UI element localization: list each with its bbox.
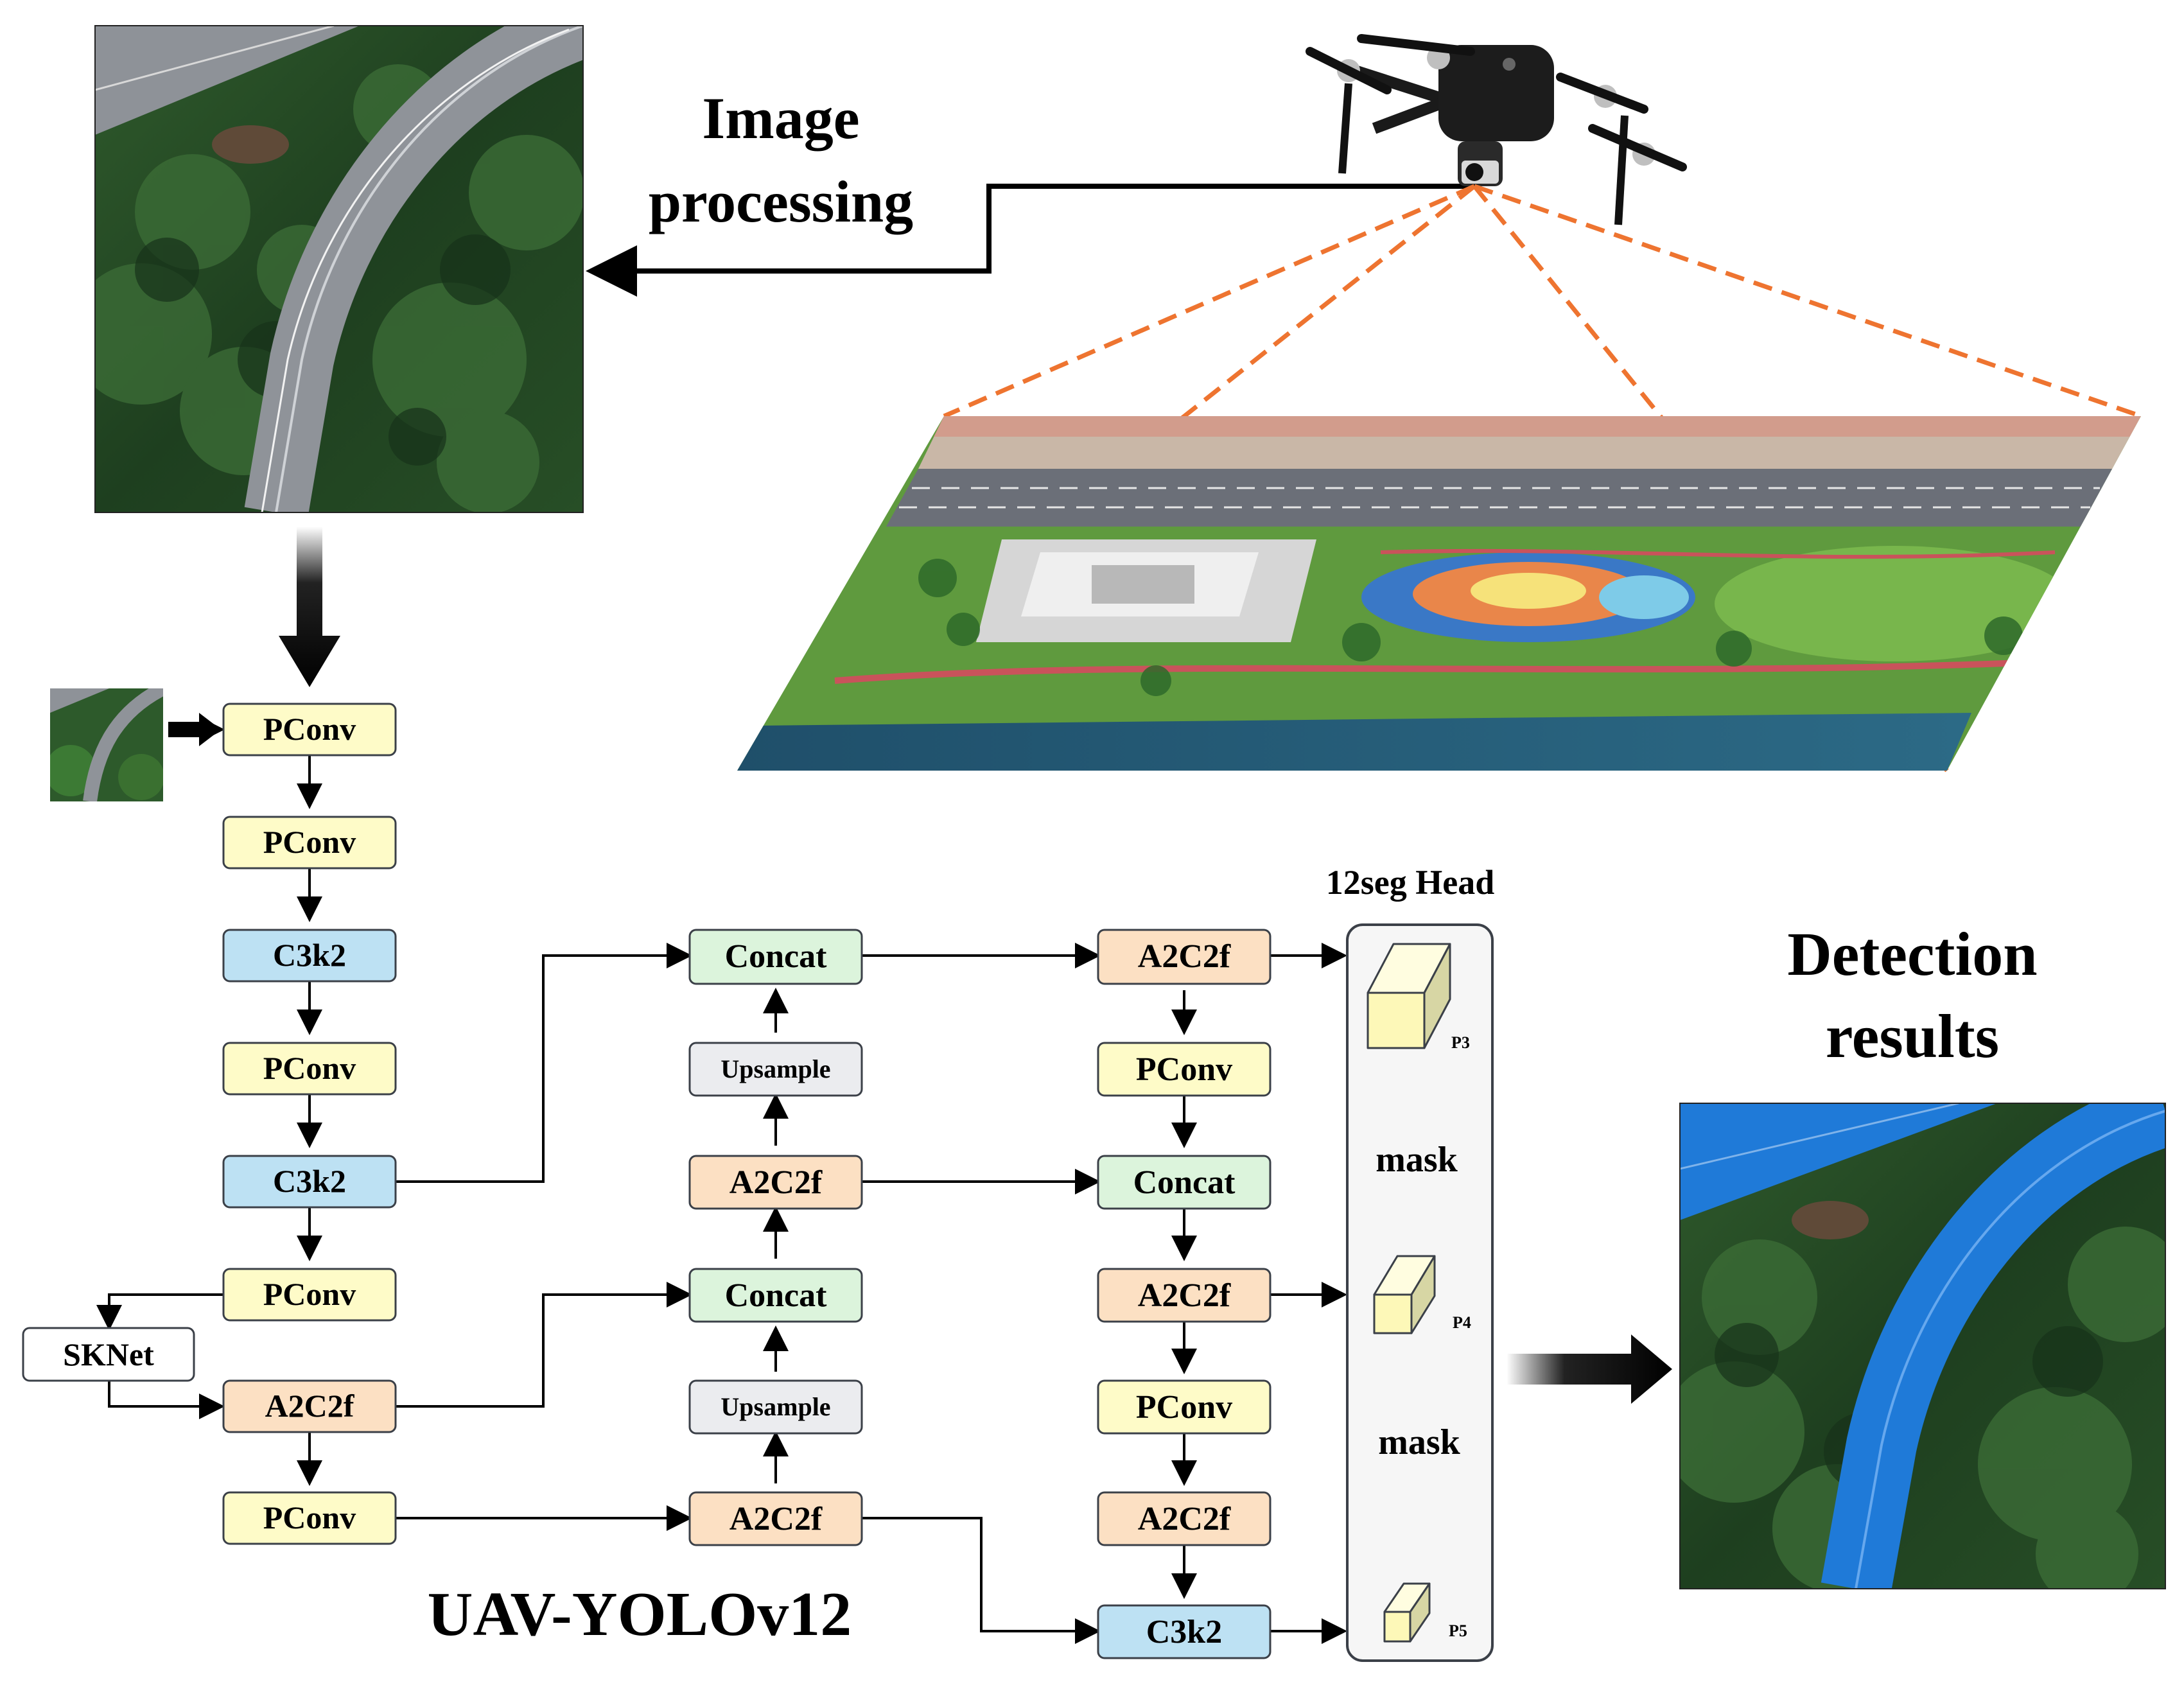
segmented-road-result-frame — [1679, 1103, 2166, 1589]
neck-b-c3k2-label: C3k2 — [1146, 1614, 1222, 1650]
neck-a-a2c2f-1-label: A2C2f — [729, 1164, 823, 1201]
neck-b-concat-label: Concat — [1133, 1164, 1236, 1201]
backbone-pconv-5 — [222, 1491, 397, 1545]
neck-a-upsample-1 — [688, 1042, 863, 1097]
neck-b — [1097, 929, 1271, 1659]
backbone-pconv-1-label: PConv — [263, 711, 356, 747]
neck-a — [688, 929, 863, 1546]
detection-results-label-line2: results — [1826, 1002, 1999, 1071]
arrow-drone-to-image — [586, 184, 1471, 297]
neck-b-a2c2f-3-label: A2C2f — [1138, 1501, 1231, 1537]
neck-a-concat-2 — [688, 1268, 863, 1323]
neck-b-concat — [1097, 1155, 1271, 1210]
aerial-city-panorama — [737, 416, 2141, 771]
backbone-c3k2-1-label: C3k2 — [273, 937, 346, 973]
image-processing-label-line1: Image — [702, 85, 859, 151]
result-arrow — [1507, 1334, 1672, 1404]
backbone-pconv-2 — [222, 816, 397, 870]
neck-a-a2c2f-1 — [688, 1155, 863, 1210]
big-down-arrow — [279, 527, 340, 687]
neck-b-a2c2f-1-label: A2C2f — [1138, 938, 1231, 975]
backbone-pconv-5-label: PConv — [263, 1499, 356, 1535]
neck-b-a2c2f-1 — [1097, 929, 1271, 985]
neck-b-a2c2f-2-label: A2C2f — [1138, 1277, 1231, 1314]
backbone-a2c2f-label: A2C2f — [265, 1388, 355, 1424]
backbone-a2c2f — [222, 1379, 397, 1433]
mask-label-1: mask — [1376, 1140, 1458, 1180]
p3-label: P3 — [1451, 1033, 1470, 1052]
segmented-road-result — [1680, 1103, 2165, 1589]
backbone — [22, 703, 397, 1545]
neck-b-pconv-2 — [1097, 1379, 1271, 1435]
neck-b-pconv-1-label: PConv — [1136, 1051, 1232, 1088]
neck-a-upsample-1-label: Upsample — [721, 1054, 830, 1083]
neck-a-upsample-2-label: Upsample — [721, 1392, 830, 1421]
neck-b-c3k2 — [1097, 1604, 1271, 1659]
backbone-pconv-1 — [222, 703, 397, 756]
neck-a-concat-1-label: Concat — [725, 938, 828, 975]
neck-a-a2c2f-2 — [688, 1491, 863, 1546]
aerial-road-image-frame — [94, 25, 584, 513]
thumbnail-arrow — [168, 713, 221, 746]
mask-label-2: mask — [1378, 1422, 1460, 1462]
drone-photo — [1306, 34, 1687, 225]
backbone-pconv-4-label: PConv — [263, 1276, 356, 1312]
neck-a-upsample-2 — [688, 1379, 863, 1435]
input-thumbnail — [50, 688, 163, 801]
cube-p4 — [1373, 1255, 1436, 1334]
cube-p5 — [1383, 1582, 1431, 1643]
neck-a-concat-1 — [688, 929, 863, 985]
aerial-road-image — [95, 26, 583, 512]
detection-results-label-line1: Detection — [1787, 920, 2037, 988]
backbone-pconv-3-label: PConv — [263, 1050, 356, 1086]
neck-a-a2c2f-2-label: A2C2f — [729, 1501, 823, 1537]
backbone-pconv-3 — [222, 1042, 397, 1096]
neck-b-a2c2f-2 — [1097, 1268, 1271, 1323]
head-title: 12seg Head — [1326, 863, 1495, 902]
backbone-c3k2-2-label: C3k2 — [273, 1163, 346, 1199]
neck-b-pconv-1 — [1097, 1042, 1271, 1097]
backbone-pconv-2-label: PConv — [263, 824, 356, 860]
neck-b-a2c2f-3 — [1097, 1491, 1271, 1546]
neck-a-concat-2-label: Concat — [725, 1277, 828, 1314]
diagram-title: UAV-YOLOv12 — [428, 1580, 852, 1649]
connectors — [96, 717, 1347, 1644]
backbone-c3k2-1 — [222, 929, 397, 983]
p4-label: P4 — [1453, 1313, 1471, 1332]
image-processing-label-line2: processing — [649, 169, 913, 234]
backbone-c3k2-2 — [222, 1155, 397, 1209]
backbone-pconv-4 — [222, 1268, 397, 1322]
cube-p3 — [1367, 943, 1451, 1049]
p5-label: P5 — [1449, 1621, 1467, 1640]
sknet-label: SKNet — [63, 1336, 154, 1372]
neck-b-pconv-2-label: PConv — [1136, 1389, 1232, 1426]
sknet-box — [22, 1327, 195, 1382]
